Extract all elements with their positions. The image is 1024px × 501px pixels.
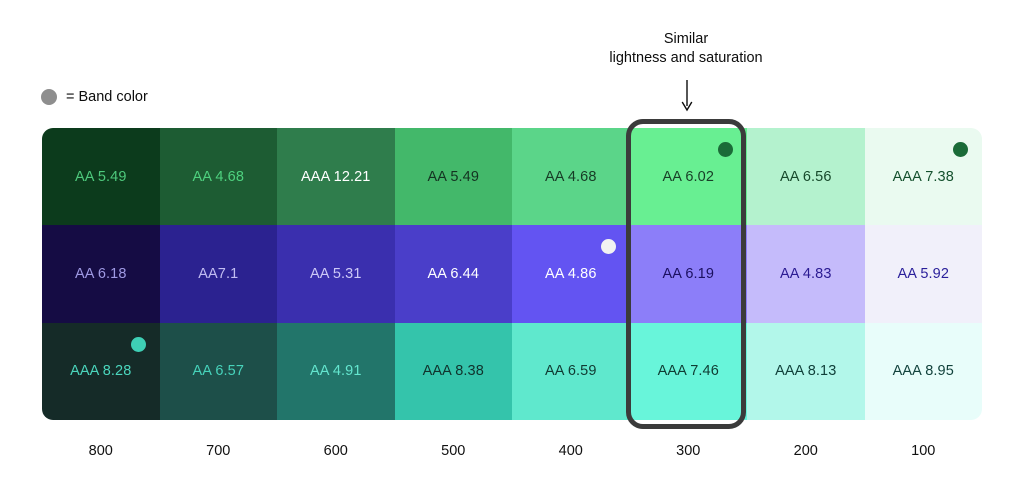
contrast-ratio-label: AA 6.57 [192, 363, 244, 380]
contrast-ratio-label: AA 4.91 [310, 363, 362, 380]
swatch-cell-purple-100[interactable]: AA 5.92 [864, 225, 982, 323]
contrast-ratio-label: AAA 8.95 [892, 363, 954, 380]
axis-tick-500: 500 [441, 443, 466, 459]
swatch-cell-green-600[interactable]: AAA 12.21 [277, 128, 395, 226]
contrast-ratio-label: AA 5.92 [897, 265, 949, 282]
axis-tick-700: 700 [206, 443, 231, 459]
contrast-ratio-label: AAA 8.38 [422, 363, 484, 380]
swatch-cell-purple-500[interactable]: AA 6.44 [394, 225, 512, 323]
band-color-dot-icon [718, 142, 733, 157]
swatch-cell-teal-800[interactable]: AAA 8.28 [42, 322, 160, 420]
contrast-ratio-label: AA 4.68 [192, 168, 244, 185]
legend-label: = Band color [66, 89, 148, 105]
swatch-cell-purple-300[interactable]: AA 6.19 [629, 225, 747, 323]
legend: = Band color [41, 89, 148, 105]
swatch-cell-purple-200[interactable]: AA 4.83 [747, 225, 865, 323]
swatch-cell-green-400[interactable]: AA 4.68 [512, 128, 630, 226]
contrast-ratio-label: AA 6.59 [545, 363, 597, 380]
contrast-ratio-label: AA 4.83 [780, 265, 832, 282]
contrast-ratio-label: AA 6.56 [780, 168, 832, 185]
swatch-cell-green-300[interactable]: AA 6.02 [629, 128, 747, 226]
swatch-cell-green-700[interactable]: AA 4.68 [159, 128, 277, 226]
contrast-ratio-label: AA 5.49 [75, 168, 127, 185]
column-axis-labels: 800 700 600 500 400 300 200 100 [42, 443, 982, 459]
arrow-down-icon [678, 80, 696, 112]
contrast-ratio-label: AAA 8.28 [70, 363, 132, 380]
swatch-cell-green-200[interactable]: AA 6.56 [747, 128, 865, 226]
contrast-ratio-label: AA 6.02 [662, 168, 714, 185]
axis-tick-200: 200 [793, 443, 818, 459]
swatch-row-purple: AA 6.18 AA7.1 AA 5.31 AA 6.44 AA 4.86 AA 6.19… [42, 225, 982, 323]
band-color-dot-icon [41, 89, 57, 105]
similarity-annotation: Similar lightness and saturation [586, 30, 786, 68]
axis-tick-800: 800 [88, 443, 113, 459]
axis-tick-300: 300 [676, 443, 701, 459]
contrast-ratio-label: AA 5.31 [310, 265, 362, 282]
band-color-dot-icon [953, 142, 968, 157]
contrast-ratio-label: AA7.1 [198, 265, 239, 282]
color-swatch-grid: AA 5.49 AA 4.68 AAA 12.21 AA 5.49 AA 4.68 AA … [42, 128, 982, 420]
annotation-line-1: Similar [663, 31, 709, 47]
band-color-dot-icon [600, 239, 616, 255]
swatch-cell-purple-800[interactable]: AA 6.18 [42, 225, 160, 323]
contrast-ratio-label: AA 4.86 [545, 265, 597, 282]
swatch-cell-green-500[interactable]: AA 5.49 [394, 128, 512, 226]
band-color-dot-icon [130, 336, 146, 352]
contrast-ratio-label: AAA 12.21 [301, 168, 371, 185]
swatch-cell-purple-700[interactable]: AA7.1 [159, 225, 277, 323]
contrast-ratio-label: AA 6.44 [427, 265, 479, 282]
swatch-cell-green-100[interactable]: AAA 7.38 [864, 128, 982, 226]
axis-tick-600: 600 [323, 443, 348, 459]
contrast-ratio-label: AAA 8.13 [775, 363, 837, 380]
contrast-ratio-label: AAA 7.46 [657, 363, 719, 380]
swatch-cell-teal-500[interactable]: AAA 8.38 [394, 322, 512, 420]
contrast-ratio-label: AA 5.49 [427, 168, 479, 185]
contrast-ratio-label: AA 6.18 [75, 265, 127, 282]
swatch-row-green: AA 5.49 AA 4.68 AAA 12.21 AA 5.49 AA 4.68 AA … [42, 128, 982, 226]
contrast-ratio-label: AAA 7.38 [892, 168, 954, 185]
annotation-line-2: lightness and saturation [609, 50, 763, 66]
swatch-cell-purple-400[interactable]: AA 4.86 [512, 225, 630, 323]
contrast-ratio-label: AA 4.68 [545, 168, 597, 185]
swatch-cell-teal-700[interactable]: AA 6.57 [159, 322, 277, 420]
swatch-cell-teal-100[interactable]: AAA 8.95 [864, 322, 982, 420]
swatch-cell-teal-300[interactable]: AAA 7.46 [629, 322, 747, 420]
swatch-cell-purple-600[interactable]: AA 5.31 [277, 225, 395, 323]
swatch-row-teal: AAA 8.28 AA 6.57 AA 4.91 AAA 8.38 AA 6.59 AAA… [42, 322, 982, 420]
swatch-cell-teal-600[interactable]: AA 4.91 [277, 322, 395, 420]
axis-tick-100: 100 [911, 443, 936, 459]
swatch-cell-teal-400[interactable]: AA 6.59 [512, 322, 630, 420]
contrast-ratio-label: AA 6.19 [662, 265, 714, 282]
swatch-cell-teal-200[interactable]: AAA 8.13 [747, 322, 865, 420]
axis-tick-400: 400 [558, 443, 583, 459]
swatch-cell-green-800[interactable]: AA 5.49 [42, 128, 160, 226]
